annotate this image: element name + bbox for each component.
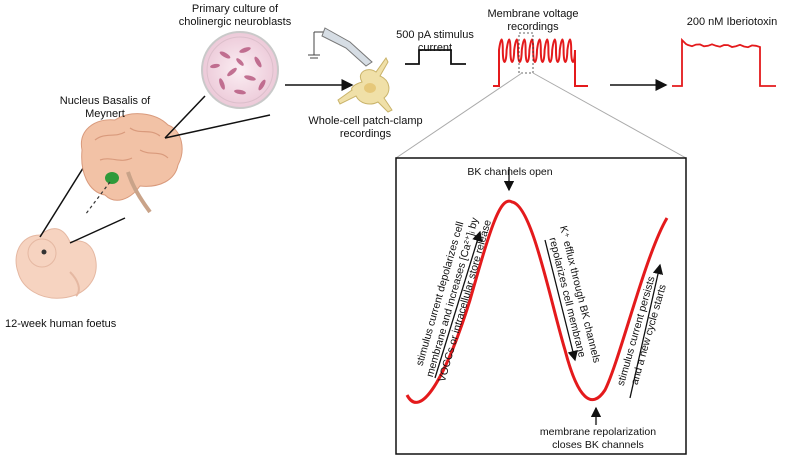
membrane-voltage-trace <box>493 38 588 87</box>
zoom-line <box>395 72 523 159</box>
culture-label-line1: Primary culture of <box>191 3 279 15</box>
bk-open-label: BK channels open <box>467 166 553 178</box>
nucleus-basalis-marker <box>105 172 119 184</box>
patch-label-line1: Whole-cell patch-clamp <box>308 115 423 127</box>
dashed-pointer <box>84 181 111 216</box>
foetus-label: 12-week human foetus <box>5 318 117 330</box>
k-efflux-arrow <box>544 239 578 362</box>
culture-dish <box>201 31 279 109</box>
brain-illustration <box>80 113 183 214</box>
zoom-box <box>518 32 534 74</box>
membrane-label-line2: recordings <box>507 21 559 33</box>
neuron-cell-icon <box>337 57 393 113</box>
repolarization-label-line2: closes BK channels <box>552 439 644 451</box>
culture-label-line2: cholinergic neuroblasts <box>178 16 292 28</box>
zoom-line <box>164 114 271 139</box>
zoom-line <box>164 95 206 139</box>
iberiotoxin-trace <box>672 37 776 87</box>
stimulus-step-trace <box>405 49 466 65</box>
detail-panel <box>395 157 687 455</box>
iberiotoxin-label: 200 nM Iberiotoxin <box>686 16 778 28</box>
new-cycle-arrow <box>629 263 664 399</box>
zoom-line <box>532 72 687 159</box>
foetus-illustration <box>15 228 97 299</box>
depolarization-arrow <box>434 230 483 379</box>
zoom-line <box>69 217 126 244</box>
nbm-label-line1: Nucleus Basalis of <box>59 95 151 107</box>
repolarization-label-line1: membrane repolarization <box>539 426 657 438</box>
action-potential-curve <box>405 199 669 404</box>
membrane-label-line1: Membrane voltage <box>487 8 579 20</box>
stimulus-label-line2: current <box>417 42 453 54</box>
patch-pipette-icon <box>308 27 373 67</box>
stimulus-label-line1: 500 pA stimulus <box>396 29 474 41</box>
zoom-line <box>39 164 86 238</box>
patch-label-line2: recordings <box>339 128 392 140</box>
nbm-label-line2: Meynert <box>85 108 125 120</box>
